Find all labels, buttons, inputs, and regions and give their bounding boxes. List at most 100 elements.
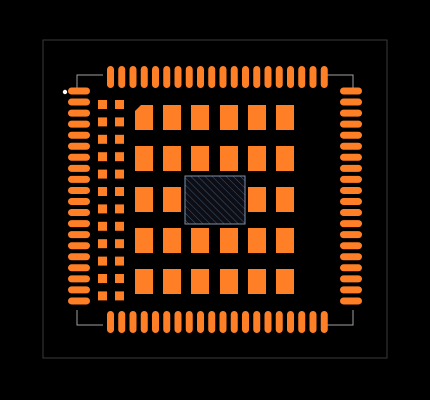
center-pad — [248, 146, 266, 171]
small-pad — [115, 291, 124, 301]
bottom-pad — [242, 311, 249, 333]
courtyard-outline — [42, 39, 388, 359]
right-pad — [340, 264, 362, 272]
bottom-pad — [129, 311, 137, 333]
center-pad — [276, 105, 294, 130]
left-pad — [68, 253, 90, 261]
pin1-marker — [62, 89, 68, 95]
left-pad — [68, 120, 90, 128]
right-pad — [340, 175, 362, 183]
silkscreen-corner-3 — [76, 310, 103, 326]
center-pad — [163, 228, 181, 253]
small-pad — [115, 152, 124, 162]
right-pad — [340, 275, 362, 283]
small-pad — [98, 291, 107, 301]
top-pad — [287, 66, 294, 88]
small-pad — [115, 134, 124, 144]
bottom-pad — [152, 311, 159, 333]
left-pad — [68, 220, 90, 228]
left-pad — [68, 109, 90, 117]
left-pad — [68, 264, 90, 272]
center-pad — [276, 228, 294, 253]
bottom-pad — [275, 311, 283, 333]
small-pad — [98, 221, 107, 231]
right-pad — [340, 231, 362, 239]
small-pad — [115, 117, 124, 127]
top-pad — [253, 66, 261, 88]
right-pad — [340, 153, 362, 161]
left-pad — [68, 142, 90, 150]
top-pad — [107, 66, 114, 88]
small-pad — [98, 152, 107, 162]
top-pad — [230, 66, 238, 88]
right-pad — [340, 164, 362, 172]
small-pad — [115, 169, 124, 179]
top-pad — [118, 66, 126, 88]
right-pad — [340, 120, 362, 128]
left-pad — [68, 275, 90, 283]
left-pad — [68, 231, 90, 239]
bottom-pad — [309, 311, 317, 333]
right-pad — [340, 87, 362, 95]
right-pad — [340, 286, 362, 294]
silkscreen-outline — [76, 74, 354, 326]
top-pad — [163, 66, 171, 88]
center-pad — [220, 146, 238, 171]
bottom-pad — [208, 311, 216, 333]
center-pad — [163, 146, 181, 171]
top-pad — [298, 66, 306, 88]
small-pad — [115, 187, 124, 196]
bottom-pad — [287, 311, 294, 333]
right-pad-column — [340, 87, 362, 305]
bottom-pad — [107, 311, 114, 333]
silkscreen-corner-1 — [76, 74, 103, 90]
right-pad — [340, 109, 362, 117]
top-pad — [185, 66, 193, 88]
bottom-pad — [118, 311, 126, 333]
left-pad — [68, 131, 90, 139]
bottom-pad — [253, 311, 261, 333]
small-pad — [115, 256, 124, 266]
right-pad — [340, 209, 362, 217]
left-pad-column — [68, 87, 90, 305]
center-pad-grid — [135, 105, 294, 294]
center-pad — [163, 269, 181, 294]
center-pad — [163, 105, 181, 130]
small-pad — [98, 187, 107, 196]
bottom-pad-row — [107, 311, 328, 333]
small-pad — [98, 274, 107, 283]
small-pad — [98, 169, 107, 179]
right-pad — [340, 98, 362, 106]
right-pad — [340, 198, 362, 205]
left-pad — [68, 242, 90, 250]
center-pad — [276, 269, 294, 294]
thermal-pad-hatch — [185, 176, 245, 224]
left-pad — [68, 297, 90, 305]
right-pad — [340, 186, 362, 194]
right-pad — [340, 220, 362, 228]
center-pad — [163, 187, 181, 212]
left-pad — [68, 87, 90, 95]
top-pad — [309, 66, 317, 88]
small-pad-array — [98, 100, 124, 301]
bottom-pad — [230, 311, 238, 333]
top-pad — [320, 66, 328, 88]
silkscreen-corner-2 — [327, 74, 354, 90]
left-pad — [68, 286, 90, 294]
top-pad — [275, 66, 283, 88]
small-pad — [98, 134, 107, 144]
bottom-pad — [197, 311, 204, 333]
top-pad — [242, 66, 249, 88]
small-pad — [115, 100, 124, 109]
thermal-pad-group — [184, 175, 246, 225]
center-pad — [276, 187, 294, 212]
left-pad — [68, 186, 90, 194]
bottom-pad — [219, 311, 227, 333]
top-pad — [208, 66, 216, 88]
small-pad — [115, 204, 124, 214]
center-pad — [191, 269, 209, 294]
top-pad — [129, 66, 137, 88]
center-pad — [248, 187, 266, 212]
left-pad — [68, 198, 90, 205]
